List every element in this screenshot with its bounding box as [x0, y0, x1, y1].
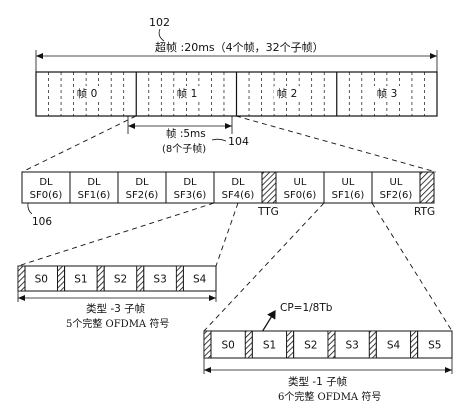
dl-sf4-line2: SF4(6) — [222, 190, 255, 201]
dl-sf0-line2: SF0(6) — [30, 190, 63, 201]
type1-subframe: S0 S1 S2 S3 S4 S5 — [203, 330, 453, 374]
dl-sf1-box — [69, 171, 119, 204]
superframe-label: 超帧 :20ms（4个帧，32个子帧） — [155, 40, 324, 54]
rtg-gap-box — [419, 171, 435, 204]
subframe-ref: 106 — [32, 216, 52, 228]
type1-symbol-label: S0 — [221, 340, 234, 352]
superframe-ref: 102 — [149, 16, 170, 29]
ul-sf2-line2: SF2(6) — [380, 190, 413, 201]
zoom-line-dl-left — [17, 202, 215, 267]
cyclic-prefix-block — [203, 330, 212, 359]
cyclic-prefix-block — [175, 265, 184, 292]
cp-pointer-arrow — [261, 309, 276, 333]
frame-span-arrow-right — [225, 123, 232, 129]
type3-symbol-label: S1 — [74, 274, 87, 286]
dl-sf2-line1: DL — [135, 177, 149, 188]
type3-symbol-box — [64, 265, 98, 292]
type1-caption-title: 类型 -1 子帧 — [288, 375, 348, 388]
type1-symbol-label: S2 — [304, 340, 317, 352]
zoom-line-ul-left — [203, 202, 325, 332]
superframe-arrow-right — [430, 53, 437, 59]
frame-2-label: 帧 2 — [277, 87, 298, 100]
dl-sf2-line2: SF2(6) — [126, 190, 159, 201]
frame-subframes-label: (8个子帧) — [162, 142, 206, 155]
type1-span-arrow-right — [445, 367, 452, 373]
ul-sf0-box — [275, 171, 325, 204]
type3-caption-desc: 5个完整 OFDMA 符号 — [66, 317, 169, 330]
ul-sf1-line2: SF1(6) — [332, 190, 365, 201]
dl-sf1-line1: DL — [87, 177, 101, 188]
frame-1-label: 帧 1 — [177, 87, 198, 100]
zoom-line-frame-left — [21, 115, 137, 173]
type3-span-arrow-right — [209, 295, 216, 301]
type3-symbol-label: S2 — [114, 274, 127, 286]
cp-label: CP=1/8Tb — [280, 302, 333, 314]
dl-sf1-line2: SF1(6) — [78, 190, 111, 201]
cyclic-prefix-block — [286, 330, 295, 359]
dl-sf0-line1: DL — [39, 177, 53, 188]
type1-symbol-label: S1 — [263, 340, 276, 352]
ul-sf0-line1: UL — [294, 177, 307, 188]
frame-span-arrow-left — [128, 123, 135, 129]
zoom-line-dl-right — [215, 202, 239, 267]
rtg-label: RTG — [414, 206, 435, 218]
type3-symbol-box — [182, 265, 217, 292]
cyclic-prefix-block — [17, 265, 26, 292]
superframe-subframe-dashes — [48, 72, 425, 116]
superframe-ref-leader — [158, 28, 165, 42]
subframe-ref-leader — [27, 202, 33, 215]
frame-duration-label: 帧 :5ms — [166, 127, 206, 140]
type1-caption-desc: 6个完整 OFDMA 符号 — [278, 390, 381, 403]
type3-span-arrow-left — [18, 295, 25, 301]
type3-symbol-label: S0 — [35, 274, 48, 286]
ul-sf0-line2: SF0(6) — [284, 190, 317, 201]
type3-symbol-box — [24, 265, 59, 292]
frame-0-label: 帧 0 — [77, 87, 98, 100]
type3-symbol-label: S3 — [153, 274, 166, 286]
dl-sf2-box — [117, 171, 167, 204]
type1-span-arrow-left — [204, 367, 211, 373]
cyclic-prefix-block — [244, 330, 253, 359]
type1-symbol-label: S3 — [345, 340, 358, 352]
dl-sf4-line1: DL — [231, 177, 245, 188]
zoom-line-ul-right — [371, 202, 453, 332]
cyclic-prefix-block — [410, 330, 419, 359]
ttg-gap-box — [261, 171, 277, 204]
type1-symbol-box — [251, 330, 288, 359]
type1-symbol-box — [334, 330, 370, 359]
cyclic-prefix-block — [96, 265, 105, 292]
type1-symbol-label: S5 — [428, 340, 441, 352]
cyclic-prefix-block — [368, 330, 377, 359]
dl-sf0-box — [21, 171, 71, 204]
type1-symbol-box — [375, 330, 412, 359]
frame-ref: 104 — [228, 135, 249, 148]
type3-caption-title: 类型 -3 子帧 — [86, 302, 146, 315]
ttg-label: TTG — [257, 206, 279, 218]
superframe-arrow-left — [36, 53, 43, 59]
dl-sf3-line1: DL — [183, 177, 197, 188]
cyclic-prefix-block — [136, 265, 145, 292]
subframe-row: DL SF0(6) DL SF1(6) DL SF2(6) DL SF3(6) … — [21, 171, 435, 204]
type1-symbol-label: S4 — [387, 340, 401, 352]
type1-symbol-box — [417, 330, 453, 359]
type3-subframe: S0 S1 S2 S3 S4 — [17, 265, 217, 302]
ul-sf1-line1: UL — [342, 177, 355, 188]
dl-sf3-box — [165, 171, 215, 204]
frame-3-label: 帧 3 — [377, 87, 398, 100]
zoom-line-frame-right — [235, 115, 437, 173]
ul-sf2-line1: UL — [390, 177, 403, 188]
cyclic-prefix-block — [57, 265, 65, 292]
cyclic-prefix-block — [327, 330, 336, 359]
frame-ref-leader — [211, 138, 227, 142]
type3-symbol-label: S4 — [193, 274, 207, 286]
dl-sf3-line2: SF3(6) — [174, 190, 207, 201]
